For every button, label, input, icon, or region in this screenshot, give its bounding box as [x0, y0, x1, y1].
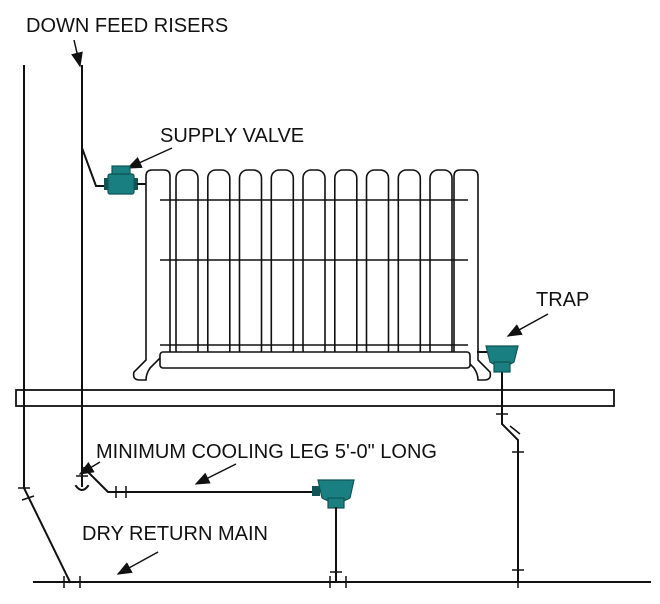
radiator-section [270, 169, 295, 359]
leader-down-feed-risers [71, 39, 83, 68]
trap-return-joints [496, 413, 524, 571]
radiator-section [429, 169, 453, 359]
floor-slab [15, 389, 615, 407]
trap-icon [477, 345, 519, 373]
riser-drip-end [74, 484, 90, 491]
supply-valve-icon [104, 165, 138, 195]
label-down-feed-risers: DOWN FEED RISERS [26, 15, 228, 37]
radiator-section [302, 169, 326, 359]
radiator-section [333, 169, 358, 359]
cooling-leg-joints [115, 486, 127, 498]
cooling-leg-pipe [82, 466, 313, 493]
label-supply-valve: SUPPLY VALVE [160, 125, 304, 147]
leader-supply-valve [126, 147, 173, 169]
leader-cooling-leg-right [194, 463, 237, 485]
label-cooling-leg: MINIMUM COOLING LEG 5'-0" LONG [96, 441, 437, 463]
radiator-sections [175, 169, 453, 359]
leader-trap [506, 313, 549, 337]
leader-cooling-leg-left [78, 461, 101, 475]
radiator-section [175, 169, 199, 359]
radiator-section [207, 169, 231, 359]
trap-return-pipe [501, 371, 519, 583]
left-riser-joints [18, 487, 35, 501]
label-dry-return-main: DRY RETURN MAIN [82, 523, 268, 545]
left-riser-pipe [23, 65, 72, 584]
radiator-section [365, 169, 390, 359]
label-trap: TRAP [536, 289, 589, 311]
radiator-section [397, 169, 422, 359]
radiator [132, 169, 492, 381]
cooling-leg-trap-icon [312, 479, 355, 509]
radiator-section [238, 169, 263, 359]
leader-dry-return-main [116, 551, 159, 575]
supply-riser-pipe [81, 65, 109, 187]
